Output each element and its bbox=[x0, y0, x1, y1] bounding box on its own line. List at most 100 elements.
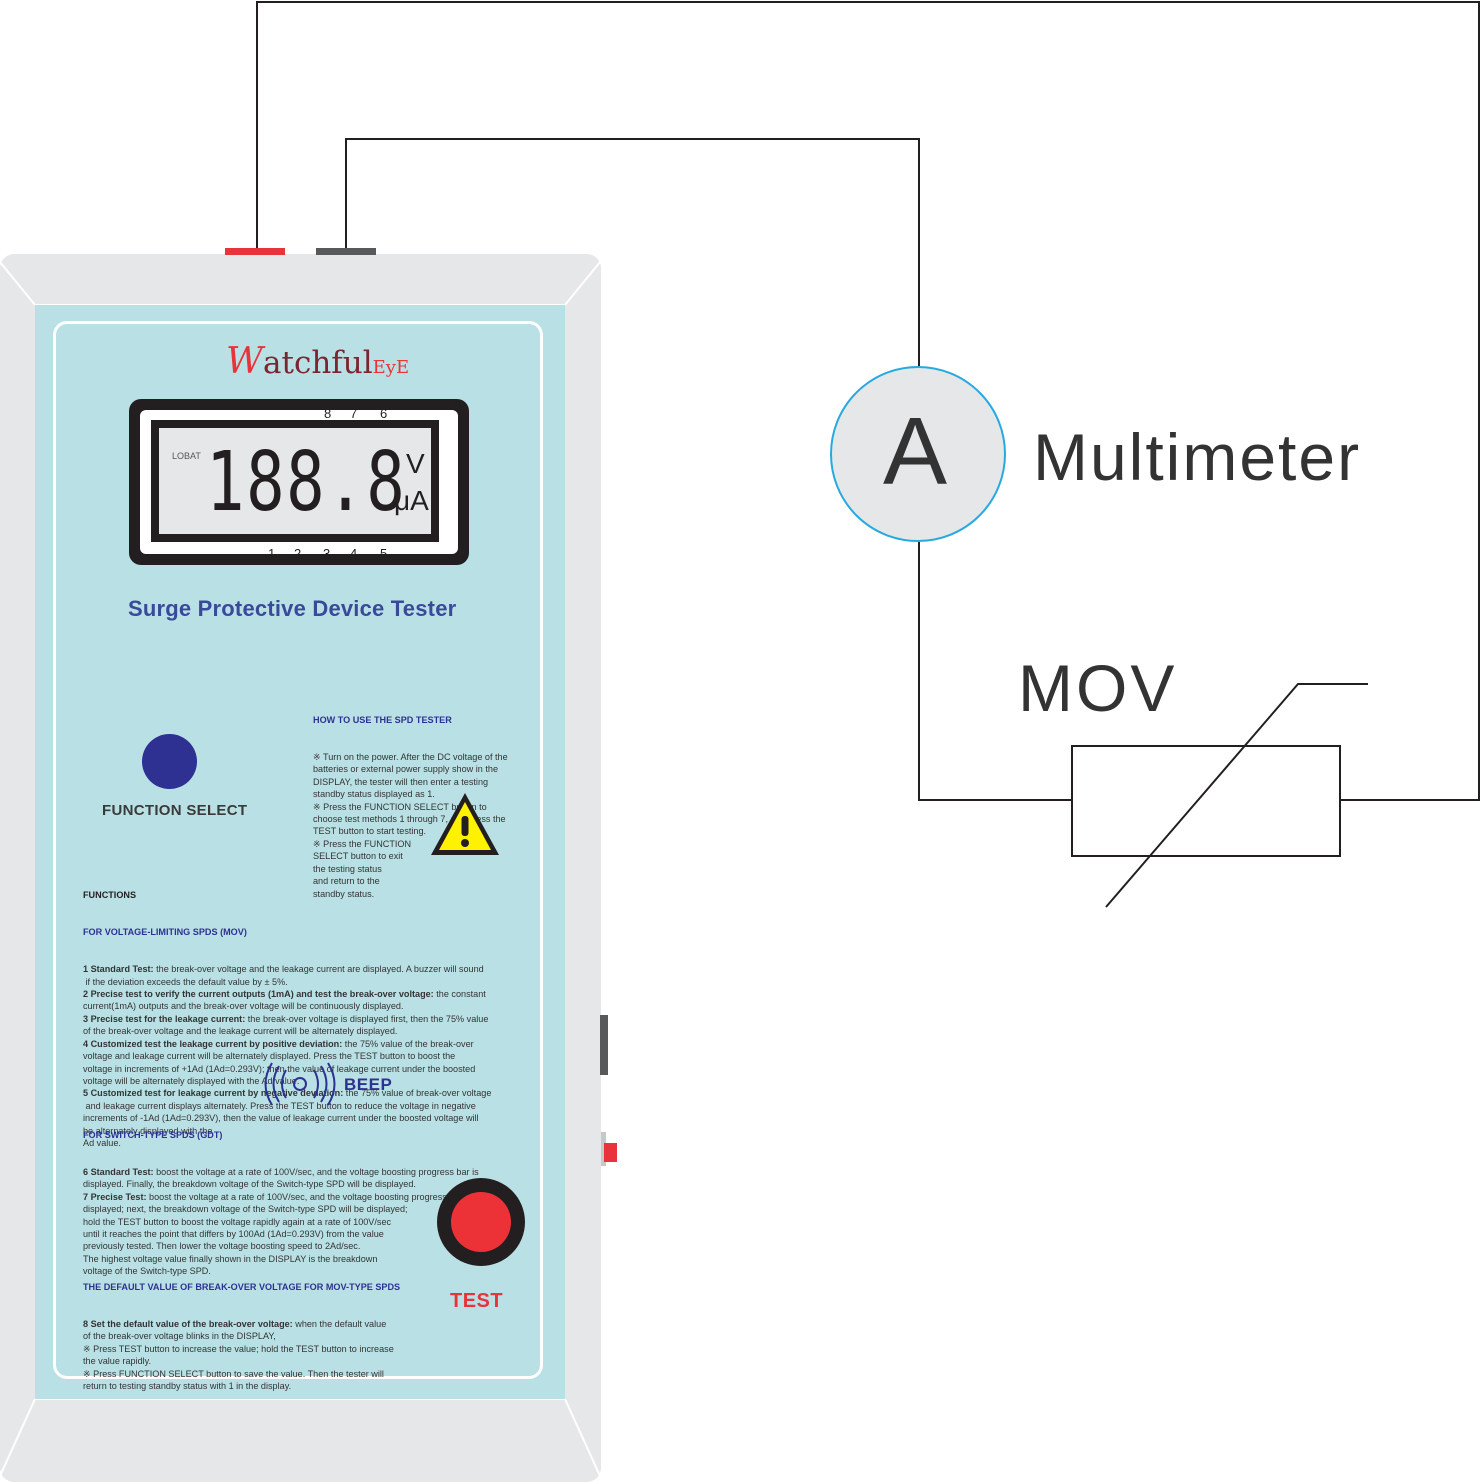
lcd-mode-3: 3 bbox=[323, 546, 331, 561]
howto-line: ※ Press the FUNCTION bbox=[313, 838, 412, 849]
speaker-icon bbox=[264, 1062, 336, 1106]
function-line: if the deviation exceeds the default val… bbox=[83, 976, 491, 988]
red-terminal[interactable] bbox=[225, 248, 285, 255]
brand-logo-main: atchful bbox=[263, 345, 373, 381]
lcd-unit-volts: V bbox=[406, 448, 425, 479]
mov-varistor-symbol bbox=[1071, 745, 1341, 857]
howto-section: HOW TO USE THE SPD TESTER ※ Turn on the … bbox=[313, 689, 508, 912]
function-line: 6 Standard Test: boost the voltage at a … bbox=[83, 1166, 479, 1178]
function-text: be alternately displayed with the bbox=[83, 1125, 213, 1136]
default-section: THE DEFAULT VALUE OF BREAK-OVER VOLTAGE … bbox=[83, 1256, 400, 1405]
function-text: the constant bbox=[433, 989, 486, 1000]
warning-icon bbox=[431, 793, 499, 855]
function-title: 8 Set the default value of the break-ove… bbox=[83, 1319, 293, 1330]
function-text: if the deviation exceeds the default val… bbox=[83, 976, 288, 987]
wire-meter-to-mov bbox=[918, 542, 1072, 801]
multimeter-label: Multimeter bbox=[1033, 420, 1362, 494]
default-heading: THE DEFAULT VALUE OF BREAK-OVER VOLTAGE … bbox=[83, 1281, 401, 1292]
function-title: 2 Precise test to verify the current out… bbox=[83, 989, 434, 1000]
function-text: return to testing standby status with 1 … bbox=[83, 1381, 292, 1392]
multimeter-symbol bbox=[830, 366, 1006, 542]
function-line: 8 Set the default value of the break-ove… bbox=[83, 1318, 400, 1330]
function-line: The highest voltage value finally shown … bbox=[83, 1253, 479, 1265]
howto-lines: ※ Turn on the power. After the DC voltag… bbox=[313, 751, 508, 900]
howto-line: batteries or external power supply show … bbox=[313, 764, 499, 775]
default-function-list: 8 Set the default value of the break-ove… bbox=[83, 1318, 400, 1392]
device-title: Surge Protective Device Tester bbox=[128, 596, 457, 621]
function-line: ※ Press FUNCTION SELECT button to save t… bbox=[83, 1368, 400, 1380]
function-text: voltage of the Switch-type SPD. bbox=[83, 1266, 211, 1277]
function-line: 1 Standard Test: the break-over voltage … bbox=[83, 963, 491, 975]
lcd-mode-5: 5 bbox=[380, 546, 388, 561]
function-line: increments of -1Ad (1Ad=0.293V), then th… bbox=[83, 1112, 491, 1124]
function-text: and leakage current displays alternately… bbox=[83, 1100, 476, 1111]
dc-power-jack[interactable] bbox=[604, 1143, 617, 1162]
gdt-section: FOR SWITCH-TYPE SPDS (GDT) 6 Standard Te… bbox=[83, 1104, 479, 1290]
lcd-unit-microamps: μA bbox=[394, 485, 429, 516]
function-title: 6 Standard Test: bbox=[83, 1167, 154, 1178]
lcd-mode-2: 2 bbox=[294, 546, 302, 561]
function-text: the break-over voltage is displayed firs… bbox=[245, 1013, 489, 1024]
function-line: Ad value. bbox=[83, 1137, 491, 1149]
function-line: 3 Precise test for the leakage current: … bbox=[83, 1013, 491, 1025]
brand-logo-eye: EyE bbox=[372, 357, 410, 378]
function-line: be alternately displayed with the bbox=[83, 1125, 491, 1137]
test-label: TEST bbox=[450, 1290, 504, 1312]
mov-label: MOV bbox=[1018, 651, 1178, 725]
function-line: voltage will be alternately displayed wi… bbox=[83, 1075, 491, 1087]
function-title: 7 Precise Test: bbox=[83, 1191, 147, 1202]
function-text: of the break-over voltage and the leakag… bbox=[83, 1026, 398, 1037]
function-text: Ad value. bbox=[83, 1137, 121, 1148]
howto-line: DISPLAY, the tester will then enter a te… bbox=[313, 776, 489, 787]
function-line: voltage and leakage current will be alte… bbox=[83, 1050, 491, 1062]
function-text: of the break-over voltage blinks in the … bbox=[83, 1331, 276, 1342]
function-line: 4 Customized test the leakage current by… bbox=[83, 1038, 491, 1050]
brand-logo: WatchfulEyE bbox=[226, 341, 409, 385]
function-line: of the break-over voltage and the leakag… bbox=[83, 1025, 491, 1037]
function-text: previously tested. Then lower the voltag… bbox=[83, 1241, 361, 1252]
function-line: the value rapidly. bbox=[83, 1355, 400, 1367]
lcd-lobat-indicator: LOBAT bbox=[172, 451, 201, 461]
function-text: the break-over voltage and the leakage c… bbox=[153, 964, 484, 975]
function-text: the 75% value of break-over voltage bbox=[343, 1088, 492, 1099]
function-text: displayed; next, the breakdown voltage o… bbox=[83, 1204, 408, 1215]
function-line: 7 Precise Test: boost the voltage at a r… bbox=[83, 1191, 479, 1203]
lcd-mode-4: 4 bbox=[350, 546, 358, 561]
function-select-button[interactable] bbox=[142, 734, 197, 789]
function-text: hold the TEST button to boost the voltag… bbox=[83, 1216, 392, 1227]
lcd-screen bbox=[159, 428, 431, 534]
howto-line: TEST button to start testing. bbox=[313, 826, 427, 837]
lcd-mode-6: 6 bbox=[380, 406, 388, 421]
function-text: the 75% value of the break-over bbox=[342, 1038, 474, 1049]
function-text: boost the voltage at a rate of 100V/sec,… bbox=[153, 1167, 479, 1178]
brand-logo-initial: W bbox=[226, 341, 264, 382]
howto-heading: HOW TO USE THE SPD TESTER bbox=[313, 714, 452, 725]
function-line: current(1mA) outputs and the break-over … bbox=[83, 1000, 491, 1012]
howto-line: standby status displayed as 1. bbox=[313, 789, 435, 800]
function-line: voltage of the Switch-type SPD. bbox=[83, 1265, 479, 1277]
function-text: the value rapidly. bbox=[83, 1356, 152, 1367]
function-text: increments of -1Ad (1Ad=0.293V), then th… bbox=[83, 1113, 479, 1124]
gdt-heading: FOR SWITCH-TYPE SPDS (GDT) bbox=[83, 1129, 223, 1140]
function-line: hold the TEST button to boost the voltag… bbox=[83, 1216, 479, 1228]
function-text: displayed. Finally, the breakdown voltag… bbox=[83, 1179, 416, 1190]
function-text: ※ Press FUNCTION SELECT button to save t… bbox=[83, 1368, 384, 1379]
function-text: voltage will be alternately displayed wi… bbox=[83, 1075, 300, 1086]
dc-jack-housing bbox=[601, 1132, 606, 1166]
black-terminal[interactable] bbox=[316, 248, 376, 255]
function-text: The highest voltage value finally shown … bbox=[83, 1253, 378, 1264]
wire-black-lead bbox=[345, 138, 920, 366]
function-text: ※ Press TEST button to increase the valu… bbox=[83, 1343, 394, 1354]
function-title: 1 Standard Test: bbox=[83, 964, 154, 975]
howto-line: the testing status bbox=[313, 863, 382, 874]
mov-heading: FOR VOLTAGE-LIMITING SPDS (MOV) bbox=[83, 927, 247, 938]
wire-red-lead bbox=[256, 1, 1480, 801]
front-panel-border bbox=[53, 321, 543, 1379]
function-text: voltage and leakage current will be alte… bbox=[83, 1051, 456, 1062]
function-line: previously tested. Then lower the voltag… bbox=[83, 1240, 479, 1252]
gdt-function-list: 6 Standard Test: boost the voltage at a … bbox=[83, 1166, 479, 1278]
test-button[interactable] bbox=[451, 1192, 511, 1252]
function-title: 3 Precise test for the leakage current: bbox=[83, 1013, 246, 1024]
power-switch[interactable] bbox=[600, 1015, 608, 1075]
